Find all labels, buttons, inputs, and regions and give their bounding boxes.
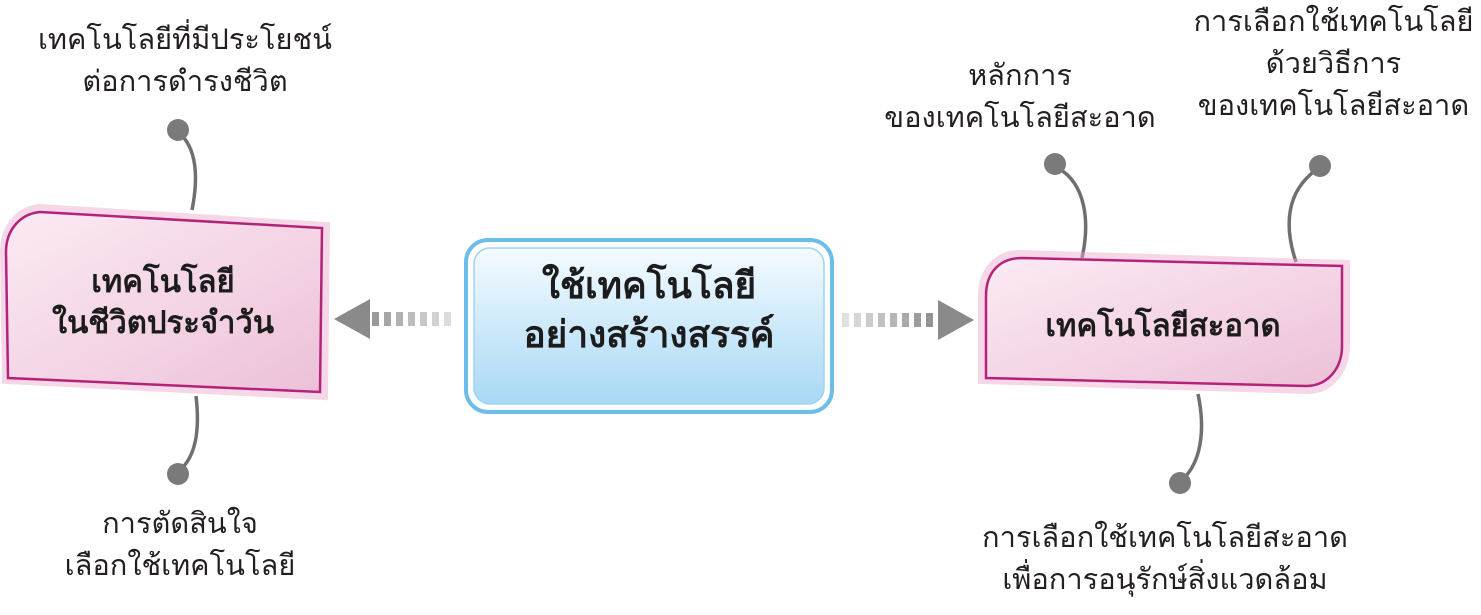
connector-line <box>1057 166 1088 259</box>
leaf-line: การเลือกใช้เทคโนโลยี <box>1193 4 1474 38</box>
leaf-left-bottom: การตัดสินใจ เลือกใช้เทคโนโลยี <box>30 502 330 586</box>
connector-dot <box>1044 153 1066 175</box>
leaf-line: เพื่อการอนุรักษ์สิ่งแวดล้อม <box>1002 562 1328 597</box>
center-node-label: ใช้เทคโนโลยี อย่างสร้างสรรค์ <box>470 262 828 360</box>
center-node-box <box>464 238 834 414</box>
connector-dot <box>167 119 189 141</box>
connector-dot <box>1169 472 1191 494</box>
connector-right-top-middle <box>1044 153 1088 259</box>
leaf-right-bottom: การเลือกใช้เทคโนโลยีสะอาด เพื่อการอนุรัก… <box>960 516 1370 600</box>
arrow-right <box>842 300 974 340</box>
center-node-line: อย่างสร้างสรรค์ <box>523 312 775 356</box>
connector-line <box>176 130 198 211</box>
leaf-line: การตัดสินใจ <box>102 506 258 540</box>
left-node-line: เทคโนโลยี <box>91 264 235 300</box>
connector-left-bottom <box>167 395 200 485</box>
leaf-line: ของเทคโนโลยีสะอาด <box>1197 88 1470 123</box>
left-node-line: ในชีวิตประจำวัน <box>51 304 275 341</box>
connector-line <box>1287 168 1318 263</box>
connector-right-bottom <box>1169 393 1204 494</box>
connector-left-top <box>167 119 198 211</box>
leaf-right-top-right: การเลือกใช้เทคโนโลยี ด้วยวิธีการ ของเทคโ… <box>1186 0 1481 126</box>
connector-line <box>1182 393 1204 480</box>
connector-line <box>178 395 200 472</box>
arrow-left <box>334 299 451 339</box>
left-node-box <box>0 203 331 401</box>
leaf-line: ของเทคโนโลยีสะอาด <box>884 100 1156 135</box>
right-node-box <box>978 249 1350 395</box>
arrow-head <box>334 299 370 339</box>
leaf-line: ต่อการดำรงชีวิต <box>82 64 288 99</box>
leaf-line: การเลือกใช้เทคโนโลยีสะอาด <box>982 520 1348 554</box>
leaf-line: เลือกใช้เทคโนโลยี <box>64 548 296 583</box>
leaf-line: เทคโนโลยีที่มีประโยชน์ <box>37 22 333 56</box>
connector-right-top-right <box>1287 155 1331 263</box>
leaf-line: หลักการ <box>968 58 1072 92</box>
left-node-label: เทคโนโลยี ในชีวิตประจำวัน <box>4 262 322 344</box>
right-node-line: เทคโนโลยีสะอาด <box>1045 308 1281 344</box>
arrow-head <box>938 300 974 340</box>
connector-dot <box>167 463 189 485</box>
center-node-line: ใช้เทคโนโลยี <box>541 264 757 307</box>
connector-dot <box>1309 155 1331 177</box>
right-node-label: เทคโนโลยีสะอาด <box>986 306 1340 347</box>
leaf-line: ด้วยวิธีการ <box>1265 46 1402 81</box>
leaf-right-top-middle: หลักการ ของเทคโนโลยีสะอาด <box>862 54 1178 138</box>
leaf-left-top: เทคโนโลยีที่มีประโยชน์ ต่อการดำรงชีวิต <box>20 18 350 102</box>
